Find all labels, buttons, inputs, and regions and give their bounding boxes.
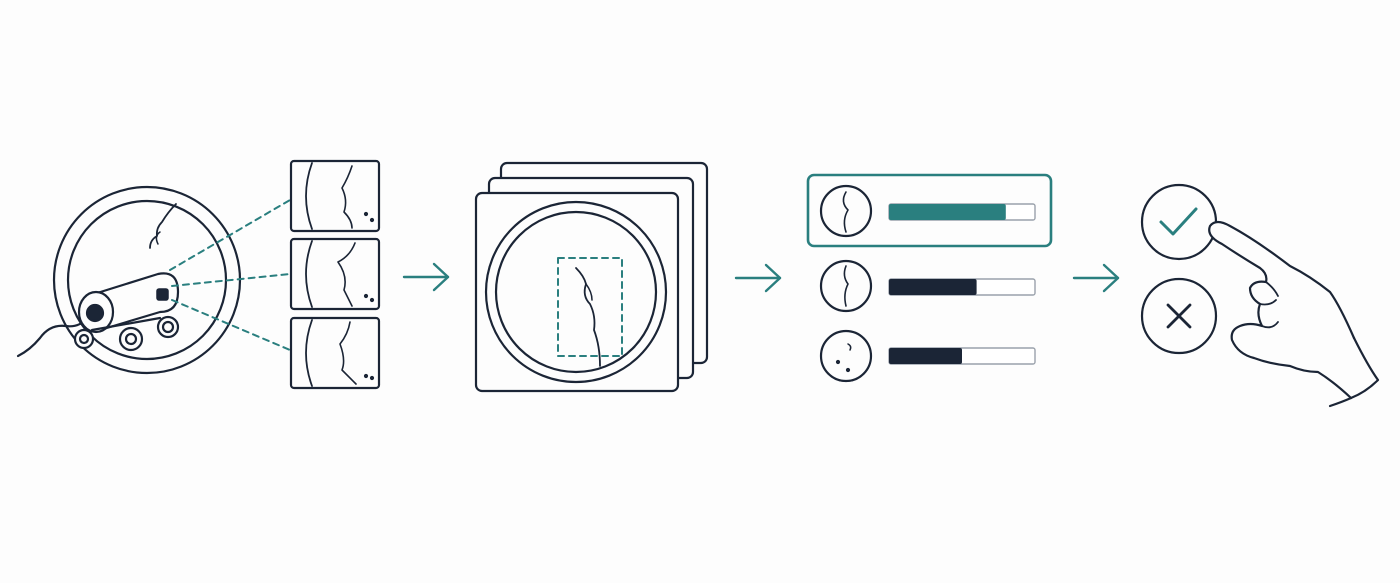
frame-border — [289, 159, 381, 233]
thumbnail-crack — [842, 191, 849, 233]
finger-crease — [1259, 299, 1277, 306]
crawler-wheel-3 — [156, 315, 180, 339]
hand-outline — [1208, 220, 1356, 400]
thumbnail-speck — [835, 359, 841, 365]
flow-arrow-2 — [734, 263, 782, 293]
finger-crease — [1261, 321, 1279, 329]
arrow-head — [764, 263, 782, 293]
top-candidate-highlight — [806, 173, 1053, 248]
confidence-bar-icon — [806, 173, 1053, 383]
flow-arrow-1 — [402, 262, 450, 292]
confidence-bar-fill — [889, 204, 1006, 220]
detected-crack — [575, 267, 601, 367]
confidence-bar-fill — [889, 279, 977, 295]
pipe-crawler-camera-icon — [16, 185, 242, 375]
crawler-wheel-1-hub — [78, 333, 90, 345]
camera-body — [92, 272, 180, 332]
frame-speck — [369, 297, 375, 303]
pipe-crack — [149, 203, 177, 249]
frame-pipe-edge — [305, 240, 313, 308]
cross-icon — [1166, 303, 1192, 329]
stacked-detection-icon — [474, 161, 709, 393]
ray-to-frame-2 — [171, 273, 291, 287]
ranking-row-2 — [819, 259, 1036, 313]
check-icon — [1159, 207, 1198, 236]
frame-3 — [289, 316, 381, 390]
frame-border — [289, 316, 381, 390]
accept-button[interactable] — [1140, 183, 1218, 261]
crawler-wheel-2 — [118, 326, 144, 352]
camera-lens — [85, 303, 105, 323]
frame-crack — [341, 165, 353, 229]
candidate-thumbnail — [819, 329, 873, 383]
pipe-view-inner — [494, 210, 658, 374]
detection-bounding-box — [557, 257, 623, 357]
pipe-view-outer — [484, 200, 668, 384]
check-and-cross-icon — [1140, 183, 1218, 355]
arrow-head — [1102, 263, 1120, 293]
reject-button[interactable] — [1140, 277, 1218, 355]
frame-pipe-edge — [305, 319, 313, 387]
cross-stroke — [1166, 303, 1192, 329]
pipe-crack-branch — [155, 231, 161, 245]
crawler-wheel-3-hub — [161, 320, 175, 334]
confidence-bar-fill — [889, 348, 962, 364]
finger-crease — [1265, 281, 1279, 297]
crawler-wheel-1 — [73, 328, 95, 350]
thumbnail-crack — [843, 265, 849, 307]
detected-crack-branch — [585, 283, 593, 301]
hand-cuff — [1349, 336, 1380, 400]
arrow-head — [432, 262, 450, 292]
frame-2 — [289, 237, 381, 311]
flow-arrow-3 — [1072, 263, 1120, 293]
crawler-wheel-2-hub — [124, 332, 138, 346]
thumbnail-crack — [847, 343, 852, 351]
captured-frames — [289, 159, 381, 390]
ranking-row-1 — [819, 184, 1036, 238]
ray-to-frame-3 — [171, 299, 291, 351]
frame-speck — [369, 375, 375, 381]
frame-1 — [289, 159, 381, 233]
frame-speck — [369, 217, 375, 223]
crawler-chassis — [90, 316, 162, 332]
wrist-line — [1328, 396, 1353, 408]
frame-speck — [363, 293, 369, 299]
frame-crack — [337, 242, 356, 307]
ray-to-frame-1 — [169, 199, 291, 271]
frame-speck — [363, 373, 369, 379]
pointing-hand-icon — [1208, 220, 1380, 408]
thumbnail-speck — [845, 367, 851, 373]
frame-border — [289, 237, 381, 311]
accept-button-circle[interactable] — [1140, 183, 1218, 261]
stack-card-front — [474, 191, 680, 393]
camera-sensor — [156, 288, 169, 301]
camera-view-rays — [169, 199, 291, 351]
candidate-thumbnail — [819, 259, 873, 313]
frame-pipe-edge — [305, 162, 313, 230]
camera-cable — [16, 316, 90, 358]
frame-crack — [339, 321, 357, 385]
frame-speck — [363, 211, 369, 217]
ranking-row-3 — [819, 329, 1036, 383]
candidate-thumbnail — [819, 184, 873, 238]
